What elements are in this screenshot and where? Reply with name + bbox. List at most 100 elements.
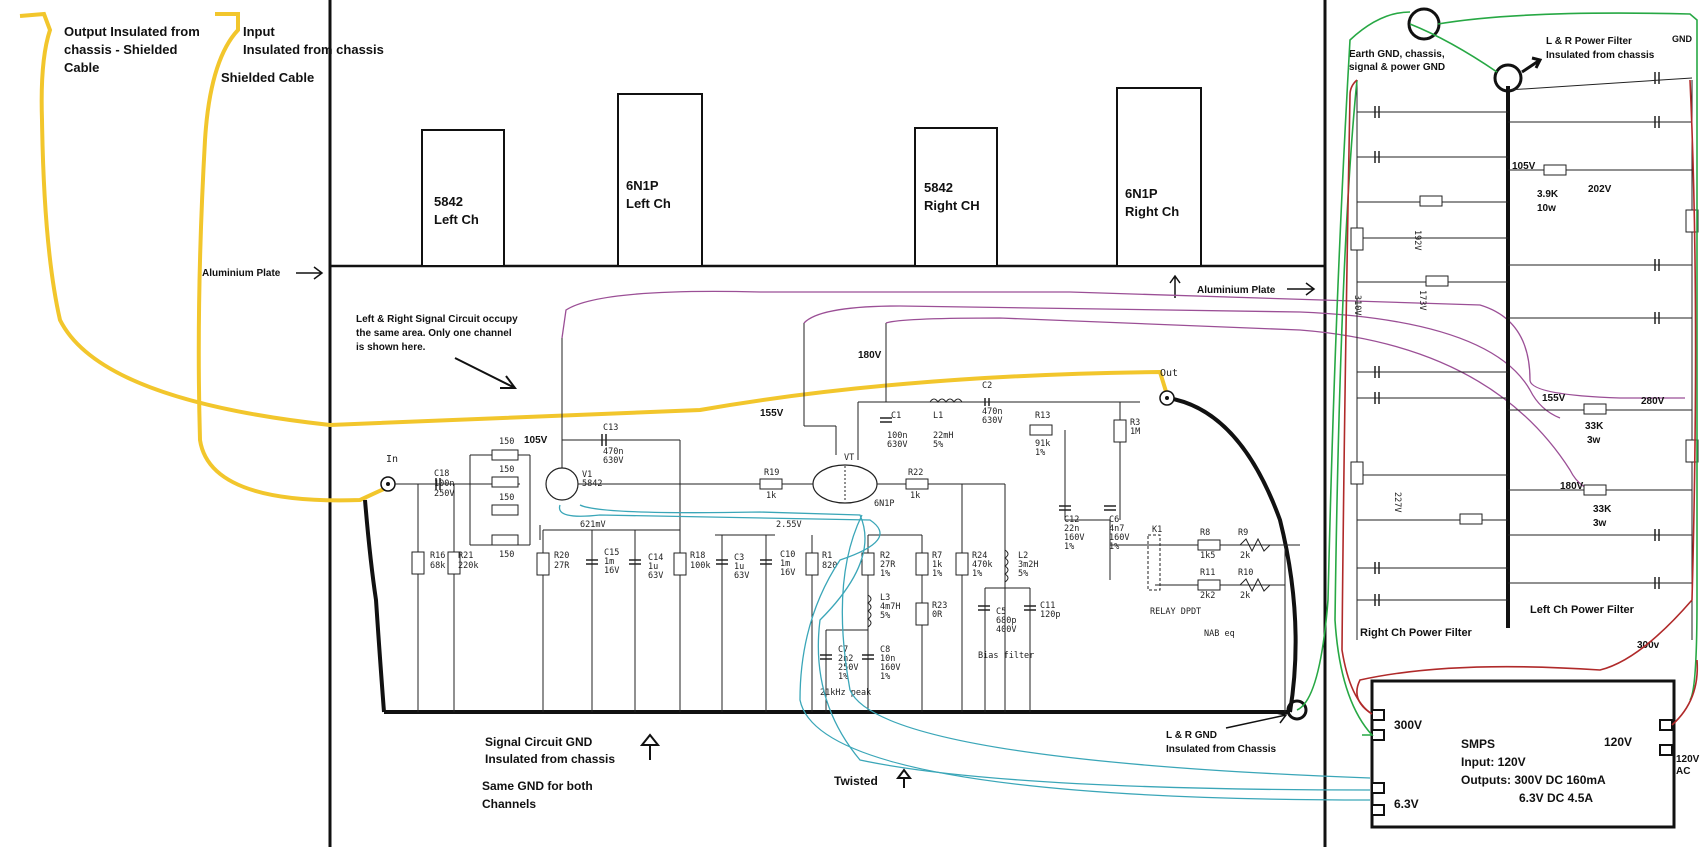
input-note-1: Input: [243, 24, 275, 39]
component-labels: C18 100n 250V R16 68k R21 220k 150 150 1…: [430, 381, 1253, 698]
label-r23: R23: [932, 601, 947, 611]
output-shield-gnd: [1167, 396, 1298, 713]
label-c5: C5: [996, 607, 1006, 617]
tube-6n1p-left: [617, 93, 703, 267]
lr-gnd-note-1: L & R GND: [1166, 730, 1217, 741]
label-r18: R18: [690, 551, 705, 561]
resistor-3-9k: [1543, 164, 1567, 176]
label-3w-b: 3w: [1593, 518, 1607, 529]
label-192v: 192V: [1412, 230, 1422, 250]
svg-text:150: 150: [499, 493, 514, 503]
resistor-5k: [1459, 513, 1483, 525]
green-300v-return: [1334, 79, 1374, 736]
earth-note-2: signal & power GND: [1349, 62, 1445, 73]
resistor-r19: [759, 478, 783, 490]
svg-text:5%: 5%: [933, 440, 943, 450]
svg-text:120p: 120p: [1040, 610, 1060, 620]
smps-6v-terminal-a: [1371, 782, 1385, 794]
shielded-cable-label: Shielded Cable: [221, 70, 314, 85]
label-180v-b: 180V: [1560, 481, 1584, 492]
label-r10: R10: [1238, 568, 1253, 578]
svg-text:2k2: 2k2: [1200, 591, 1215, 601]
svg-text:100n: 100n: [887, 431, 907, 441]
b-plus-wire-180v: [885, 317, 1601, 493]
smps-120v-ac-2: AC: [1676, 766, 1690, 777]
aluminium-plate-left-label: Aluminium Plate: [202, 268, 281, 279]
output-note-3: Cable: [64, 60, 99, 75]
arrow-diagonal-icon: [454, 357, 517, 389]
tube-v1-symbol: [545, 467, 579, 501]
svg-text:1m: 1m: [604, 557, 614, 567]
resistor-r4: [1419, 195, 1443, 207]
svg-text:5%: 5%: [880, 611, 890, 621]
smps-outputs-6v: 6.3V DC 4.5A: [1519, 791, 1593, 805]
svg-text:160V: 160V: [880, 663, 900, 673]
resistor-r20: [536, 552, 550, 576]
resistor-r11: [1197, 579, 1221, 591]
svg-text:1%: 1%: [1064, 542, 1074, 552]
tube3-line2: Right CH: [924, 198, 980, 213]
svg-text:3m2H: 3m2H: [1018, 560, 1038, 570]
svg-text:630V: 630V: [982, 416, 1002, 426]
resistor-r16: [411, 551, 425, 575]
right-ch-power-filter-label: Right Ch Power Filter: [1360, 627, 1473, 639]
smps-120v-terminal-b: [1659, 744, 1673, 756]
lr-gnd-point: [1286, 699, 1308, 721]
resistor-r21: [447, 551, 461, 575]
label-621mv: 621mV: [580, 520, 606, 530]
svg-text:630V: 630V: [603, 456, 623, 466]
signal-gnd-note-2: Insulated from chassis: [485, 752, 615, 766]
tube4-line1: 6N1P: [1125, 186, 1158, 201]
svg-text:250V: 250V: [838, 663, 858, 673]
arrow-diagonal-icon: [1225, 712, 1288, 729]
svg-text:63V: 63V: [734, 571, 749, 581]
label-c8: C8: [880, 645, 890, 655]
label-155v-a: 155V: [760, 408, 784, 419]
resistor-33k-b: [1583, 484, 1607, 496]
label-280v: 280V: [1641, 396, 1665, 407]
label-r22: R22: [908, 468, 923, 478]
input-note-2: Insulated from chassis: [243, 42, 384, 57]
same-gnd-note-1: Same GND for both: [482, 779, 593, 793]
svg-text:470n: 470n: [603, 447, 623, 457]
svg-text:1k: 1k: [910, 491, 920, 501]
svg-text:10n: 10n: [880, 654, 895, 664]
earth-wire-b: [1437, 12, 1698, 701]
earth-note-1: Earth GND, chassis,: [1349, 49, 1445, 60]
label-310v: 310V: [1352, 295, 1362, 315]
resistor-r7: [915, 552, 929, 576]
svg-text:5842: 5842: [582, 479, 602, 489]
left-ch-power-filter-label: Left Ch Power Filter: [1530, 604, 1635, 616]
gnd-label: GND: [1672, 34, 1693, 44]
svg-text:100n: 100n: [434, 479, 454, 489]
resistor-150-c: [491, 504, 519, 516]
svg-text:1m: 1m: [780, 559, 790, 569]
svg-text:150: 150: [499, 465, 514, 475]
output-shielded-cable: [19, 11, 1170, 428]
svg-text:4n7: 4n7: [1109, 524, 1124, 534]
smps-6-3v-label: 6.3V: [1394, 797, 1419, 811]
smps-300v-label: 300V: [1394, 718, 1422, 732]
label-r2: R2: [880, 551, 890, 561]
inductor-l3: [867, 594, 872, 628]
label-33k-b: 33K: [1593, 504, 1612, 515]
label-r16: R16: [430, 551, 445, 561]
svg-text:1%: 1%: [880, 569, 890, 579]
label-vt: VT: [844, 453, 854, 463]
label-c7: C7: [838, 645, 848, 655]
resistor-r5: [1425, 275, 1449, 287]
arrow-diagonal-icon: [1521, 56, 1543, 74]
label-c15: C15: [604, 548, 619, 558]
svg-text:220k: 220k: [458, 561, 478, 571]
label-105v-a: 105V: [524, 435, 548, 446]
tube1-line2: Left Ch: [434, 212, 479, 227]
svg-text:1k: 1k: [932, 560, 942, 570]
resistor-r8: [1197, 539, 1221, 551]
svg-text:4m7H: 4m7H: [880, 602, 900, 612]
arrow-up-icon: [896, 768, 912, 788]
label-c1: C1: [891, 411, 901, 421]
svg-text:1M: 1M: [1130, 427, 1140, 437]
smps-300v-terminal-b: [1371, 729, 1385, 741]
